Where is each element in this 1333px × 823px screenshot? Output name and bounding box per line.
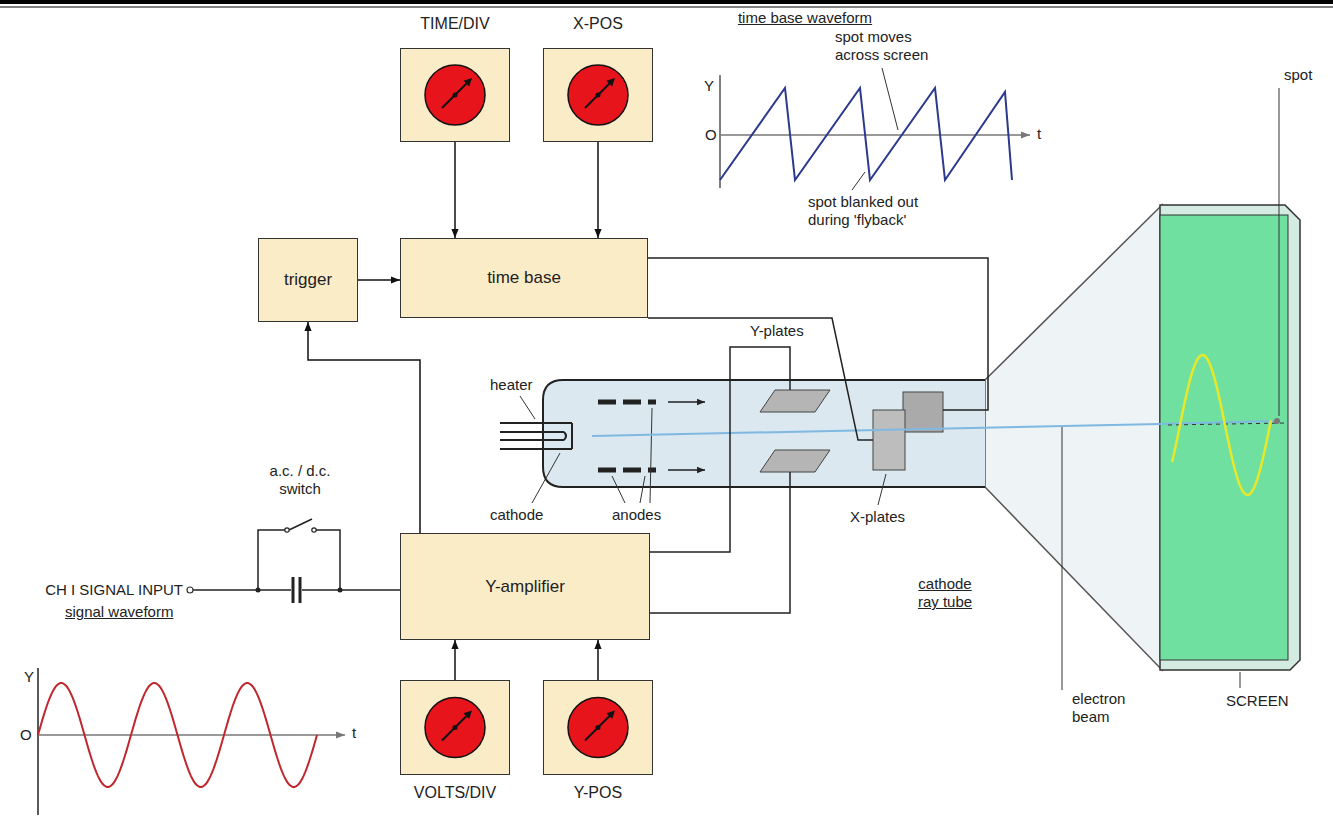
- control-knob: [401, 681, 511, 776]
- x-plate: [903, 392, 943, 432]
- part-label: heater: [490, 376, 533, 394]
- heater-symbol: [500, 423, 572, 449]
- signal-arrow: [597, 142, 599, 238]
- part-label: anodes: [612, 506, 661, 524]
- trace-sine-wave: [1172, 355, 1271, 495]
- control-label: Y-POS: [574, 784, 622, 802]
- signal-arrow: [597, 640, 599, 680]
- volts-div-control: VOLTS/DIV: [400, 680, 510, 775]
- top-rule: [0, 0, 1333, 4]
- axis: [37, 668, 39, 815]
- time-base-box: time base: [400, 238, 648, 318]
- switch-label: a.c. / d.c. switch: [258, 462, 343, 498]
- tube-cone: [985, 205, 1162, 670]
- y-pos-control: Y-POS: [543, 680, 653, 775]
- signal-arrow: [358, 279, 400, 281]
- capacitor-symbol: [292, 577, 295, 603]
- signal-arrow: [308, 322, 420, 533]
- y-amplifier-box: Y-amplifier: [400, 533, 650, 640]
- graph-title: signal waveform: [65, 603, 173, 621]
- x-plate: [873, 410, 905, 470]
- signal-arrow: [454, 640, 456, 680]
- part-label: X-plates: [850, 508, 905, 526]
- axis-label: Y: [24, 668, 34, 686]
- annotation: spot blanked out during 'flyback': [808, 193, 948, 229]
- part-label: cathode: [490, 506, 543, 524]
- box-label: time base: [487, 268, 561, 288]
- time-div-control: TIME/DIV: [400, 48, 510, 142]
- part-label: SCREEN: [1226, 692, 1289, 710]
- control-knob: [544, 681, 654, 776]
- signal-arrow: [454, 142, 456, 238]
- axis-label: O: [20, 726, 32, 744]
- axis-label: t: [352, 724, 356, 742]
- part-label: electron beam: [1072, 690, 1147, 726]
- box-label: trigger: [284, 270, 332, 290]
- junction-dot: [256, 588, 261, 593]
- axis-label: O: [705, 126, 717, 144]
- electron-beam: [592, 424, 1160, 436]
- control-label: VOLTS/DIV: [414, 784, 496, 802]
- switch-contact: [312, 528, 316, 532]
- control-knob: [544, 49, 654, 143]
- control-knob: [401, 49, 511, 143]
- leader-line: [882, 68, 898, 130]
- input-terminal: [187, 587, 193, 593]
- junction-dot: [338, 588, 343, 593]
- part-label: Y-plates: [750, 322, 804, 340]
- switch-contact: [285, 528, 289, 532]
- y-plate: [760, 450, 830, 472]
- input-label: CH I SIGNAL INPUT: [45, 581, 183, 599]
- leader-line: [852, 172, 865, 190]
- spot-dot: [1274, 418, 1280, 424]
- trigger-box: trigger: [258, 238, 358, 322]
- screen-axis: [1168, 423, 1286, 425]
- screen-face: [1160, 215, 1288, 660]
- annotation: spot moves across screen: [835, 28, 950, 64]
- axis-label: t: [1037, 125, 1041, 143]
- box-label: Y-amplifier: [485, 577, 565, 597]
- part-label: spot: [1284, 66, 1312, 84]
- axis: [720, 134, 1030, 136]
- tube-neck: [543, 380, 985, 487]
- control-label: TIME/DIV: [420, 15, 489, 33]
- x-pos-control: X-POS: [543, 48, 653, 142]
- sawtooth-wave: [720, 88, 1012, 180]
- y-plate: [760, 390, 830, 412]
- signal-sine-wave: [38, 683, 317, 787]
- graph-title: time base waveform: [738, 9, 872, 27]
- axis: [719, 75, 721, 188]
- top-rule: [0, 7, 1333, 8]
- part-label: cathode ray tube: [909, 575, 981, 611]
- capacitor-symbol: [299, 577, 302, 603]
- axis-label: Y: [704, 77, 714, 95]
- control-label: X-POS: [573, 15, 623, 33]
